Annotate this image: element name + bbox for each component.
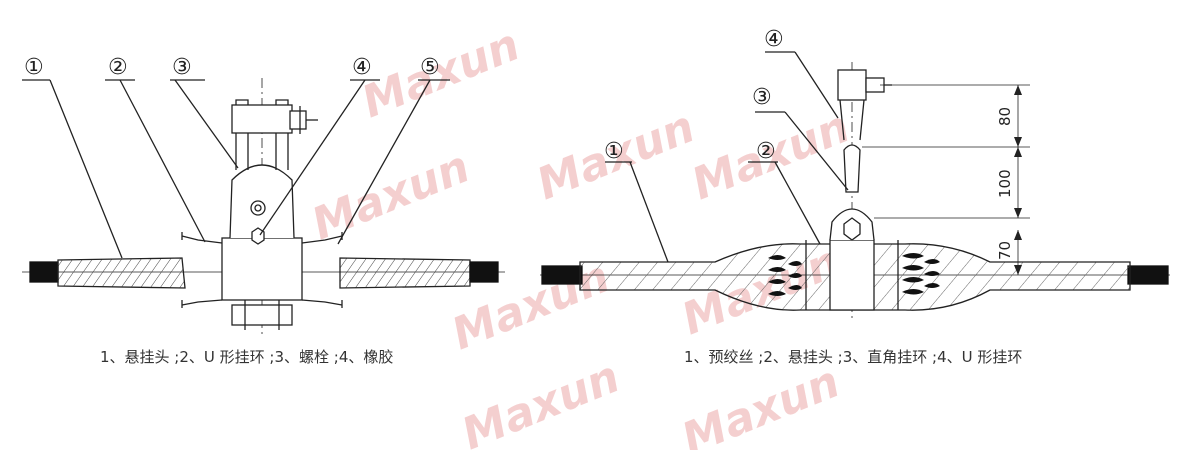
u-shackle-top — [837, 69, 867, 101]
leader-4 — [259, 79, 366, 236]
watermark: Maxun — [305, 141, 477, 250]
rubber-left-bottom — [181, 299, 223, 306]
leader-r1 — [629, 161, 669, 263]
leader-5 — [337, 79, 431, 245]
leader-3 — [174, 79, 239, 169]
rubber-left-top — [181, 235, 223, 244]
right-fig-core-left — [541, 265, 583, 285]
callout-5: ⑤ — [420, 55, 440, 80]
bolt-circle — [250, 200, 266, 216]
right-figure-caption: 1、预绞丝 ;2、悬挂头 ;3、直角挂环 ;4、U 形挂环 — [684, 348, 1023, 366]
watermark: Maxun — [355, 19, 527, 128]
right-cable-hatched — [339, 257, 471, 289]
right-suspension-head — [829, 239, 875, 311]
left-cable-core — [29, 261, 59, 283]
left-figure-caption: 1、悬挂头 ;2、U 形挂环 ;3、螺栓 ;4、橡胶 — [100, 348, 394, 366]
spiral-right — [902, 253, 940, 295]
bottom-bolt — [231, 304, 293, 326]
leader-r4 — [794, 51, 839, 119]
right-fig-core-right — [1127, 265, 1169, 285]
shackle-top-bolt — [231, 104, 293, 134]
leader-2 — [119, 79, 206, 243]
dim-80: 80 — [996, 107, 1014, 126]
left-callouts: ① ② ③ ④ ⑤ — [24, 55, 440, 80]
bolt-circle-inner — [254, 204, 262, 212]
rubber-right-top — [301, 235, 343, 244]
callout-r1: ① — [604, 139, 624, 164]
rubber-hex — [251, 227, 265, 245]
watermark: Maxun — [455, 351, 627, 450]
callout-4: ④ — [352, 55, 372, 80]
rubber-right-bottom — [301, 299, 343, 306]
left-cable-hatched — [57, 257, 186, 289]
u-shackle — [235, 99, 289, 170]
callout-r2: ② — [756, 139, 776, 164]
callout-3: ③ — [172, 55, 192, 80]
leader-r2 — [774, 161, 821, 245]
callout-1: ① — [24, 55, 44, 80]
callout-2: ② — [108, 55, 128, 80]
leader-1 — [49, 79, 123, 259]
watermark-group: Maxun Maxun Maxun Maxun Maxun Maxun Maxu… — [305, 19, 857, 450]
clamp-hex-nut — [843, 217, 861, 241]
shackle-nut — [289, 110, 307, 130]
dim-70: 70 — [996, 241, 1014, 260]
dimension-labels: 80 100 70 — [996, 107, 1014, 260]
leader-r3 — [784, 111, 849, 191]
dim-100: 100 — [996, 169, 1014, 198]
spiral-left — [768, 255, 802, 296]
right-figure — [540, 51, 1170, 322]
callout-r3: ③ — [752, 85, 772, 110]
left-figure — [22, 78, 505, 335]
suspension-head-body — [221, 237, 303, 301]
right-callouts: ④ ③ ② ① — [604, 27, 784, 164]
watermark: Maxun — [675, 356, 847, 450]
callout-r4: ④ — [764, 27, 784, 52]
right-angle-link — [843, 144, 861, 193]
right-cable-core — [469, 261, 499, 283]
